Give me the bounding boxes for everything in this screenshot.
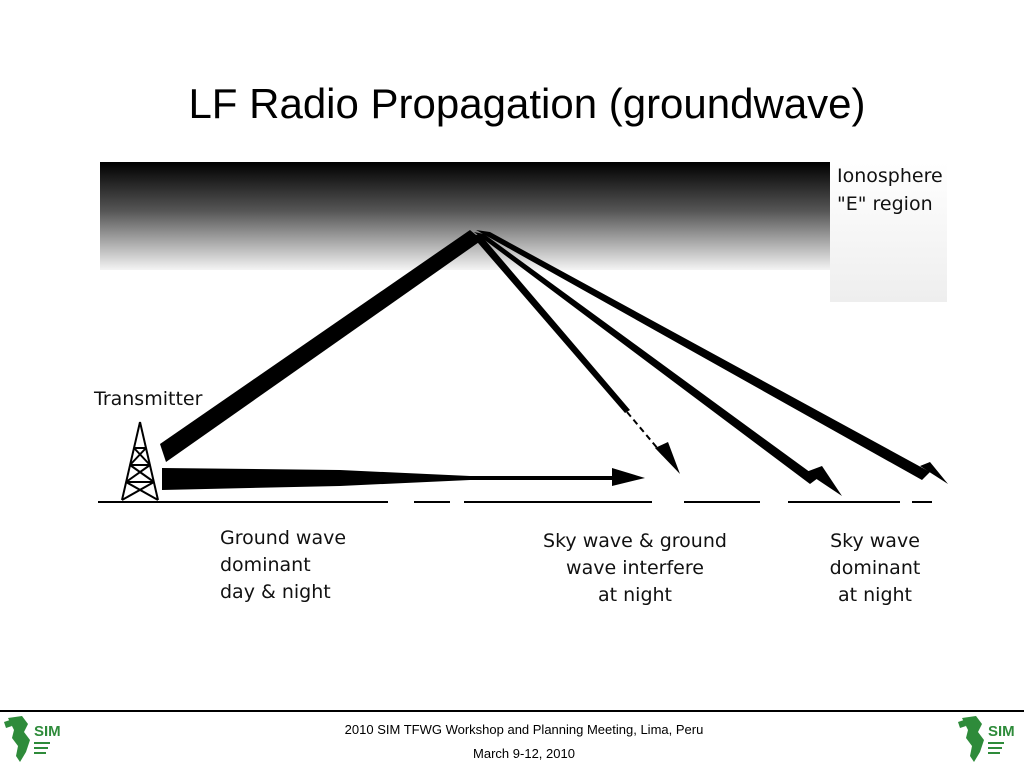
zone-label-interference: Sky wave & ground wave interfere at nigh… [543, 530, 727, 606]
sky-wave-beam-3 [476, 230, 930, 480]
ground-wave-beam [162, 468, 612, 490]
sky-wave-up-beam [160, 230, 482, 462]
slide-title: LF Radio Propagation (groundwave) [188, 80, 866, 127]
footer-event: 2010 SIM TFWG Workshop and Planning Meet… [344, 722, 704, 737]
zone-label-ground-wave: Ground wave dominant day & night [220, 527, 347, 603]
ionosphere-band-edge [830, 162, 947, 302]
sky-wave-beam-2 [474, 232, 818, 484]
ground-wave-arrowhead [612, 468, 645, 486]
sky-wave-arrowhead-1 [655, 442, 680, 474]
sim-logo-right: SIM [958, 716, 1015, 762]
sim-logo-right-text: SIM [988, 723, 1015, 740]
zone-label-sky-wave: Sky wave dominant at night [829, 530, 921, 606]
sim-logo-left: SIM [4, 716, 61, 762]
sky-wave-beam-1 [472, 234, 630, 413]
transmitter-label: Transmitter [94, 388, 203, 410]
sim-logo-left-text: SIM [34, 723, 61, 740]
footer-divider [0, 710, 1024, 712]
sky-wave-arrowhead-3 [920, 462, 948, 484]
transmitter-tower-icon [121, 421, 159, 501]
footer-date: March 9-12, 2010 [473, 746, 575, 761]
ionosphere-label: Ionosphere "E" region [837, 165, 943, 215]
sky-wave-arrowhead-2 [806, 466, 842, 496]
ionosphere-band [100, 162, 830, 270]
